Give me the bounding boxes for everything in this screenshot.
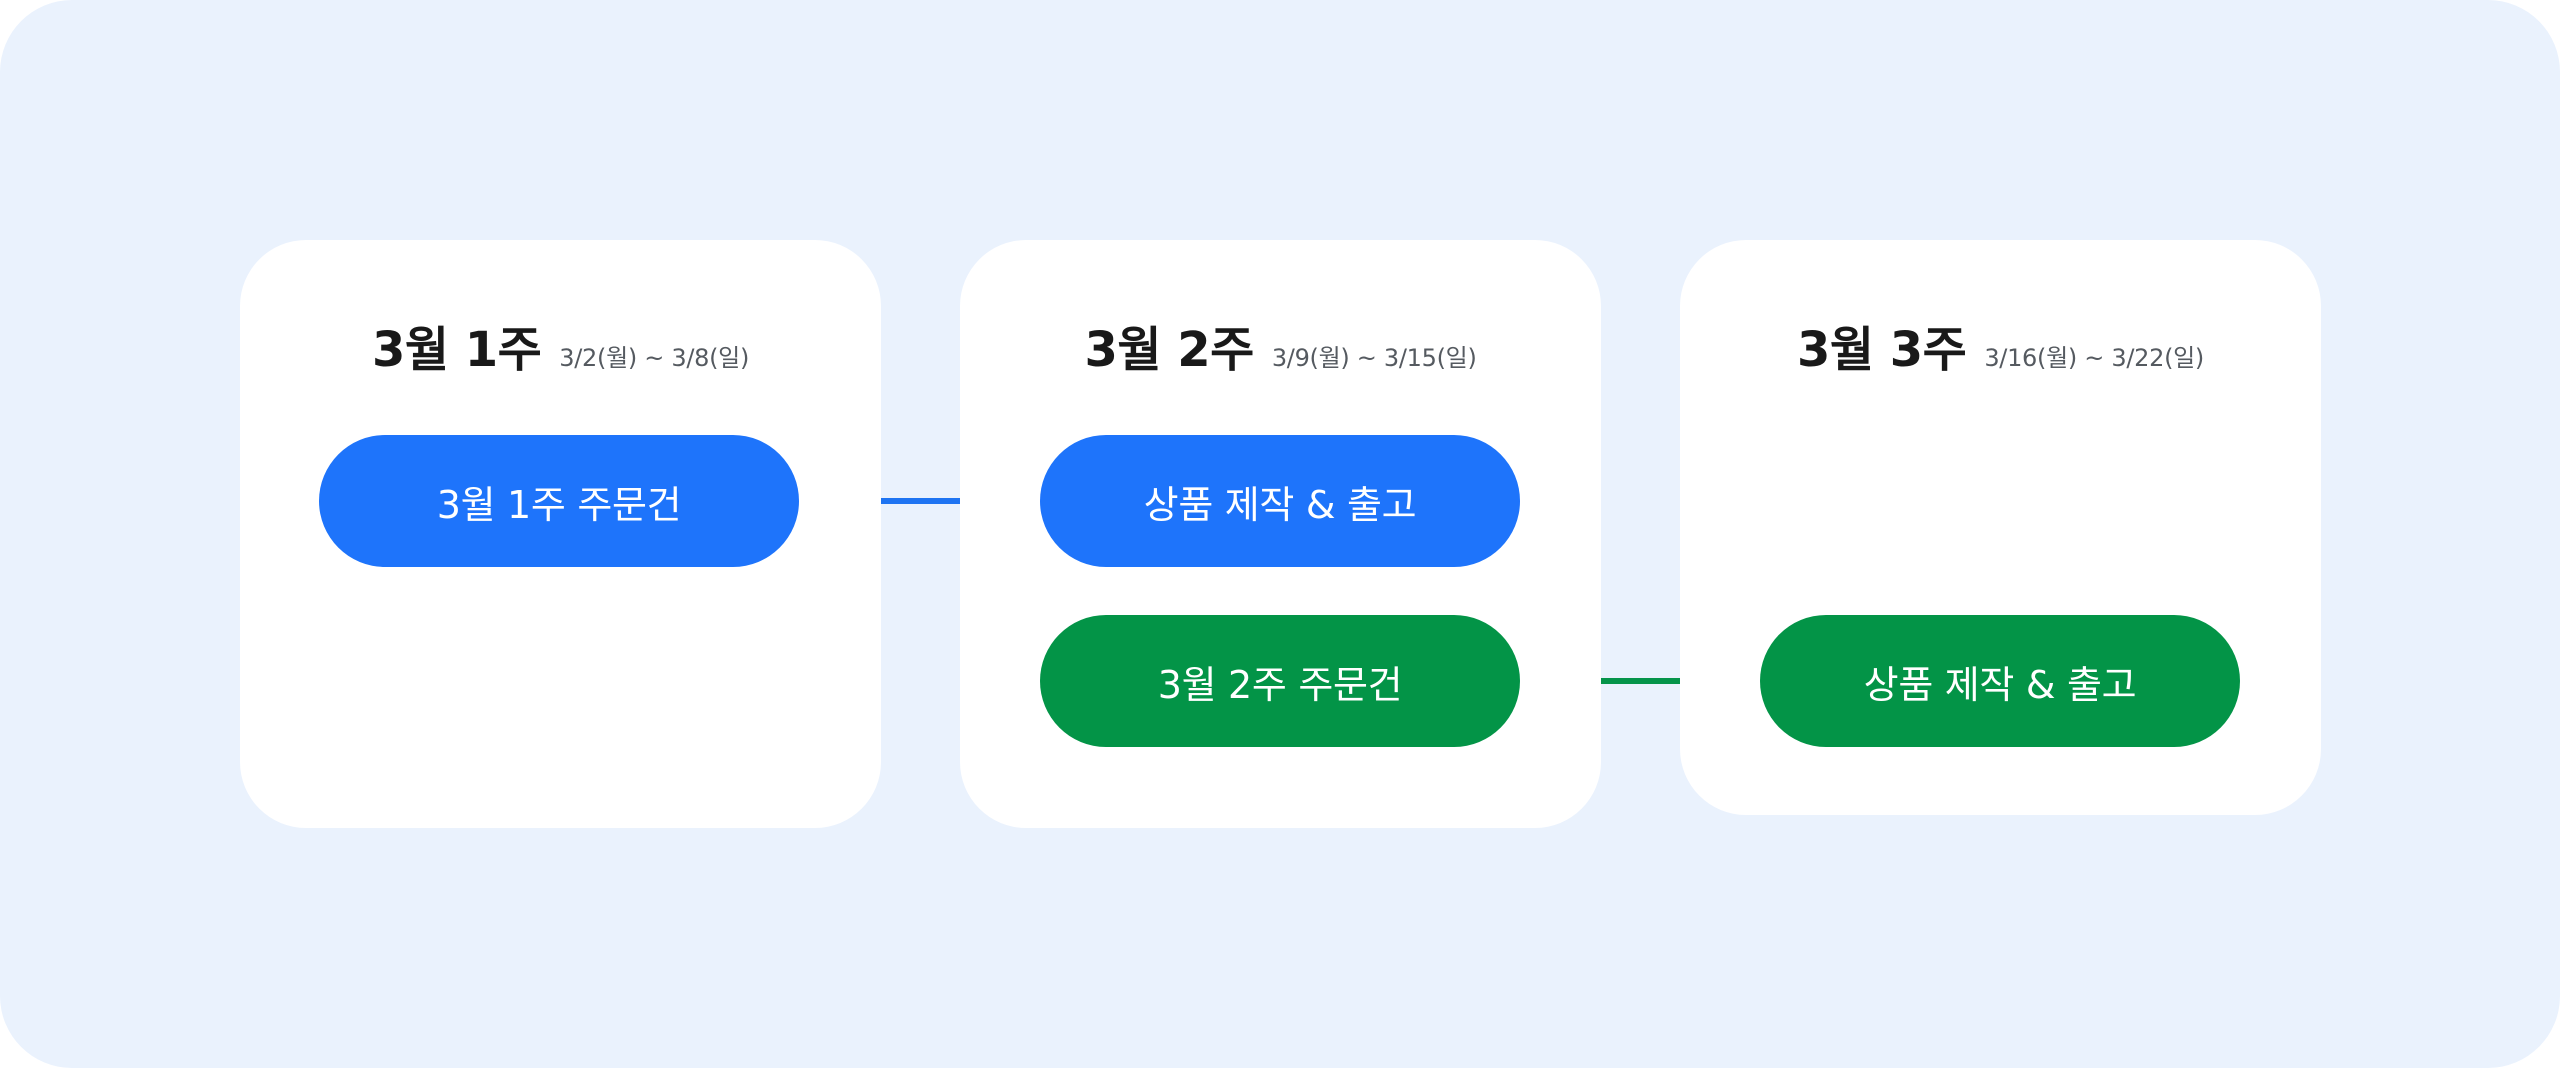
week-title: 3월 3주: [1797, 322, 1967, 378]
week2-flow-connector: [1518, 678, 1762, 684]
week-header: 3월 1주 3/2(월) ~ 3/8(일): [240, 310, 881, 380]
week2-production-pill: 상품 제작 & 출고: [1760, 615, 2240, 747]
week-date-range: 3/16(월) ~ 3/22(일): [1984, 344, 2204, 372]
week-date-range: 3/2(월) ~ 3/8(일): [559, 344, 750, 372]
week1-flow-connector: [798, 498, 1042, 504]
week-date-range: 3/9(월) ~ 3/15(일): [1271, 344, 1477, 372]
week2-order-pill: 3월 2주 주문건: [1040, 615, 1520, 747]
week1-production-pill: 상품 제작 & 출고: [1040, 435, 1520, 567]
week-header: 3월 2주 3/9(월) ~ 3/15(일): [960, 310, 1601, 380]
week-header: 3월 3주 3/16(월) ~ 3/22(일): [1680, 310, 2321, 380]
week-title: 3월 2주: [1084, 322, 1254, 378]
week1-order-pill: 3월 1주 주문건: [319, 435, 799, 567]
week-title: 3월 1주: [371, 322, 542, 378]
